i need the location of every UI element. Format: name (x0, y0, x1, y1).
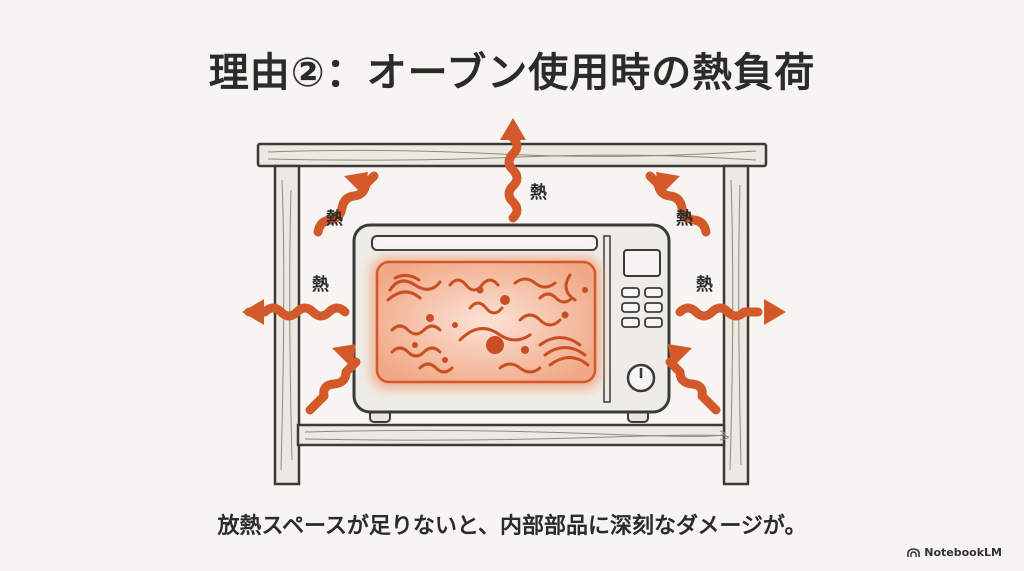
heat-label-right: 熱 (696, 274, 713, 295)
heat-arrow-icon (675, 303, 763, 321)
interior-heat-pattern (386, 273, 590, 374)
brand-name: NotebookLM (924, 546, 1002, 559)
heat-label-top: 熱 (530, 182, 547, 203)
caption: 放熱スペースが足りないと、内部部品に深刻なダメージが。 (217, 514, 807, 539)
heat-arrow-icon (504, 123, 522, 223)
wooden-shelf (256, 142, 768, 486)
heat-label-top-left: 熱 (326, 208, 343, 229)
oven-display (623, 249, 661, 277)
heat-label-top-right: 熱 (676, 208, 693, 229)
page-title: 理由②：オーブン使用時の熱負荷 (208, 50, 816, 96)
heat-arrow-icon (645, 171, 711, 237)
heat-arrow-icon (313, 171, 379, 237)
microwave-oven-icon (352, 223, 671, 423)
notebooklm-logo-icon (907, 547, 921, 557)
oven-window-glow (375, 260, 597, 384)
heat-arrow-icon (665, 357, 721, 415)
heat-label-left: 熱 (312, 274, 329, 295)
brand-watermark: NotebookLM (907, 546, 1002, 559)
oven-handle (371, 235, 598, 251)
shelf-right-post (722, 164, 750, 486)
heat-arrow-icon (244, 303, 350, 321)
heat-arrow-icon (305, 357, 361, 415)
heat-arrowheads (242, 118, 786, 368)
shelf-left-post (273, 164, 301, 486)
heat-arrows (244, 123, 763, 415)
shelf-bottom-board (296, 423, 726, 447)
